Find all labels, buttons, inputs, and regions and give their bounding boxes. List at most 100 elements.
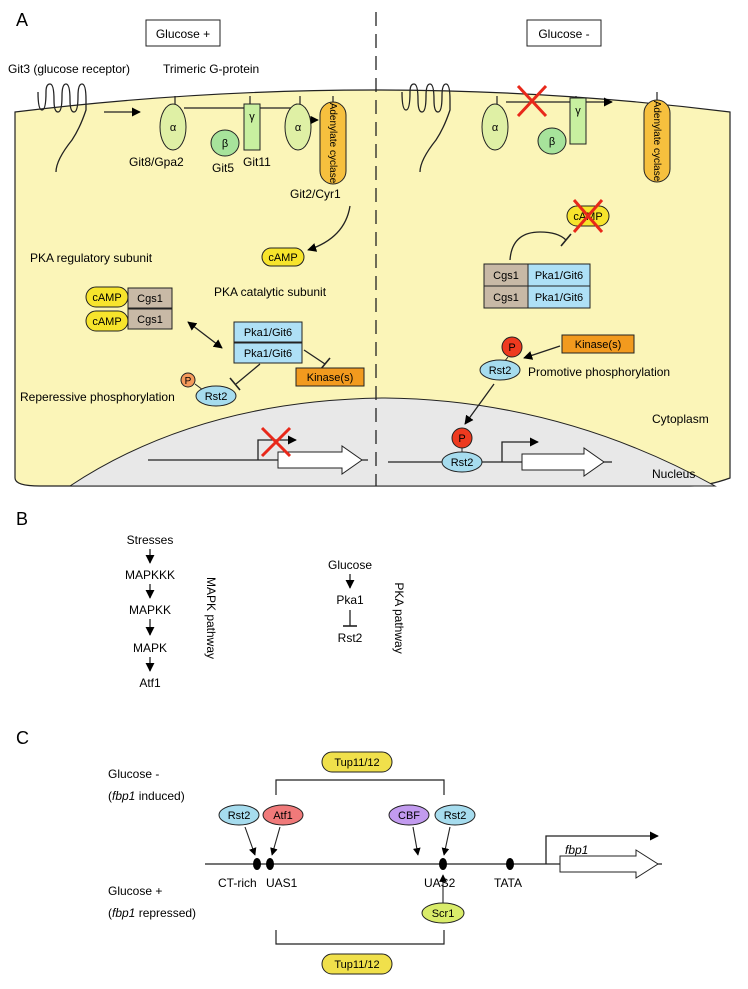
adenylate-label-left: Adenylate cyclase [327, 103, 338, 184]
c-glucose-plus: Glucose + [108, 884, 162, 898]
gamma-label-left: γ [249, 111, 255, 123]
tup-bottom [321, 953, 393, 975]
tup-bottom-bracket [275, 930, 445, 945]
adenylate-cyclase-left [319, 101, 347, 185]
pka1-right-1-label: Pka1/Git6 [535, 270, 583, 282]
adenylate-cyclase-right [643, 99, 671, 183]
pka-step-1: Pka1 [336, 593, 364, 607]
tup-top-bracket [275, 779, 445, 795]
camp-bound-2-label: cAMP [92, 316, 121, 328]
ct-rich-site [253, 858, 261, 870]
tata-site [506, 858, 514, 870]
tata-label: TATA [494, 876, 522, 890]
phospho-right [501, 336, 523, 358]
transcription-arrow-left [257, 435, 297, 460]
phospho-left [180, 372, 196, 388]
block-cross-left-b [260, 426, 292, 458]
mapk-step-0: Stresses [127, 533, 174, 547]
beta-subunit-right [537, 127, 567, 155]
git8-label: Git8/Gpa2 [129, 155, 184, 169]
kinase-left-label: Kinase(s) [307, 372, 353, 384]
gamma-subunit-left [243, 103, 261, 151]
pka-step-0: Glucose [328, 558, 372, 572]
alpha-label-right: α [492, 122, 499, 134]
mapk-step-3: MAPK [133, 641, 167, 655]
nuclear-import-arrow [464, 383, 495, 425]
trimeric-label: Trimeric G-protein [163, 62, 259, 76]
scr1 [421, 902, 465, 924]
cgs1-left-1-label: Cgs1 [137, 293, 163, 305]
mapk-step-2: MAPKK [129, 603, 171, 617]
phospho-right-label: P [508, 342, 515, 354]
promotive-label: Promotive phosphorylation [528, 365, 670, 379]
camp-produced [261, 247, 305, 267]
cgs1-inhibition-arc [509, 231, 567, 261]
glucose-plus-label: Glucose + [156, 27, 210, 41]
phospho-nuclear-label: P [458, 433, 465, 445]
pka1-left-1 [233, 321, 303, 343]
uas2-label: UAS2 [424, 876, 456, 890]
rst2-uas1-label: Rst2 [228, 810, 251, 822]
pka-regulatory-label: PKA regulatory subunit [30, 251, 153, 265]
git3-receptor-left [37, 83, 87, 173]
uas1-label: UAS1 [266, 876, 298, 890]
pka1-left-1-label: Pka1/Git6 [244, 327, 292, 339]
git2-label: Git2/Cyr1 [290, 187, 341, 201]
inhibit-rst2-line [235, 363, 261, 385]
fbp1-gene [559, 849, 659, 879]
git11-label: Git11 [243, 155, 271, 169]
glucose-minus-box [526, 19, 602, 47]
adenylate-label-right: Adenylate cyclase [651, 101, 662, 182]
cgs1-left-1 [127, 287, 173, 309]
gene-left [277, 445, 363, 475]
cbf-uas2 [388, 804, 430, 826]
kinase-right-label: Kinase(s) [575, 339, 621, 351]
kinase-left [295, 367, 365, 387]
tup-top-label: Tup11/12 [334, 757, 379, 769]
panel-a-letter: A [16, 10, 28, 30]
mapk-pathway-label: MAPK pathway [204, 577, 218, 659]
atf1-uas1-arrow [270, 826, 281, 856]
fbp1-gene-label: fbp1 [565, 843, 588, 857]
mapk-step-1: MAPKKK [125, 568, 175, 582]
gamma-subunit-right [569, 97, 587, 145]
beta-subunit-left [210, 129, 240, 157]
dissociation-arrow [187, 321, 223, 349]
cbf-uas2-arrow [412, 826, 421, 856]
cytoplasm-label: Cytoplasm [652, 412, 709, 426]
tup-top [321, 751, 393, 773]
atf1-uas1 [262, 804, 304, 826]
pka-catalytic-label: PKA catalytic subunit [214, 285, 327, 299]
rst2-uas1-arrow [244, 826, 257, 856]
camp-produced-label: cAMP [268, 252, 297, 264]
c-induced-label: (fbp1 induced) [108, 789, 185, 803]
alpha-subunit-left [159, 103, 187, 151]
cgs1-left-2-label: Cgs1 [137, 314, 163, 326]
inhibit-rst2-bar [229, 377, 241, 391]
nucleus-label: Nucleus [652, 467, 695, 481]
cgs1-inhibition-bar [560, 233, 572, 247]
pka1-left-2-label: Pka1/Git6 [244, 348, 292, 360]
cgs1-right-1-label: Cgs1 [493, 270, 519, 282]
git3-label: Git3 (glucose receptor) [8, 62, 130, 76]
c-repressed-label: (fbp1 repressed) [108, 906, 196, 920]
c-glucose-minus: Glucose - [108, 767, 159, 781]
atf1-uas1-label: Atf1 [273, 810, 293, 822]
cgs1-right-2-label: Cgs1 [493, 292, 519, 304]
mapk-step-4: Atf1 [139, 676, 161, 690]
pka-step-2: Rst2 [338, 631, 363, 645]
transcription-arrow-right [501, 437, 539, 462]
inhibit-kinase-line [303, 349, 326, 365]
rst2-left-label: Rst2 [205, 391, 228, 403]
panel-c-letter: C [16, 728, 29, 748]
beta-label-left: β [222, 138, 228, 150]
cbf-uas2-label: CBF [398, 810, 420, 822]
alpha-subunit-right [481, 103, 509, 151]
kinase-phosphorylation-arrow [523, 345, 561, 360]
block-cross-camp-b [572, 199, 604, 233]
git5-label: Git5 [212, 161, 234, 175]
rst2-right [479, 359, 521, 381]
gene-right [521, 447, 605, 477]
beta-label-right: β [549, 136, 555, 148]
